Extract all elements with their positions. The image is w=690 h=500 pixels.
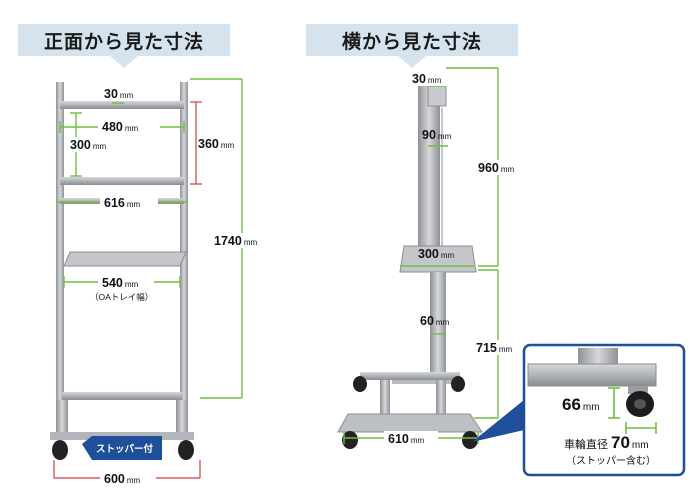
inset-wheel-note: （ストッパー含む） [566,454,656,467]
front-right-leg [176,400,188,438]
front-tray-note: （OAトレイ幅） [90,292,153,302]
stopper-tag: ストッパー付 [82,436,162,460]
side-post [430,272,446,382]
front-left-upright [56,82,64,402]
front-tray [63,251,187,267]
front-right-caster [178,440,194,460]
front-right-upright [180,82,188,402]
side-view-title-text: 横から見た寸法 [341,30,482,53]
front-view-title-text: 正面から見た寸法 [43,30,204,53]
side-bracket [427,83,447,107]
inset-dim-lines [608,387,657,434]
inset-caster-detail [527,348,657,417]
front-view-title: 正面から見た寸法 [18,24,230,68]
front-base-bar [62,392,182,400]
side-leg-right [436,380,446,420]
side-leg-left [380,380,390,420]
stopper-tag-text: ストッパー付 [96,443,154,455]
side-caster-back-left [353,376,367,392]
front-left-caster [52,440,68,460]
inset-post [578,348,618,364]
inset-pointer [472,400,524,442]
inset-foot [527,363,657,387]
side-back-bar [360,372,460,380]
side-caster-front-left [342,431,358,449]
side-view-title: 横から見た寸法 [306,24,518,68]
front-top-bar [60,101,184,109]
front-left-leg [56,400,68,438]
side-caster-back-right [451,376,465,392]
inset-caster-mount [628,386,648,394]
side-caster-front-right [462,431,478,449]
side-foot [337,413,483,433]
front-mid-bar [60,177,184,185]
side-upright [418,86,440,262]
